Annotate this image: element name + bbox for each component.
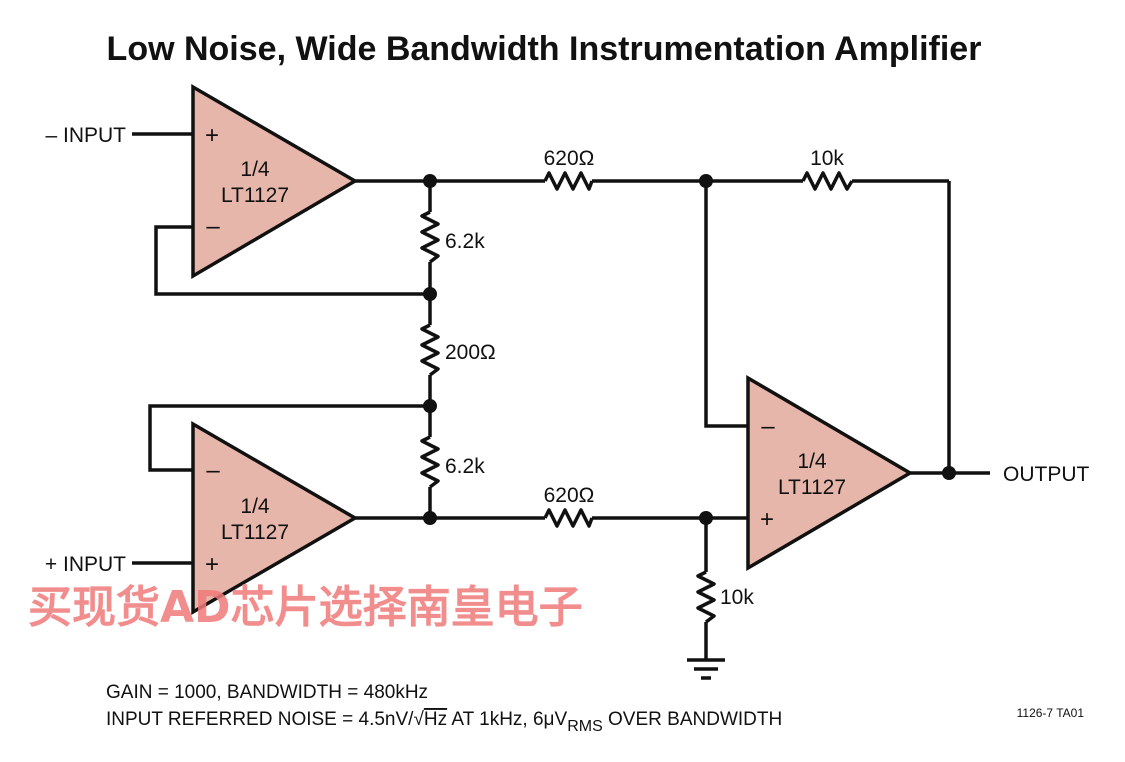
page-title: Low Noise, Wide Bandwidth Instrumentatio… <box>107 30 982 68</box>
noise-mid: AT 1kHz, 6μV <box>447 709 567 730</box>
amp-fraction: 1/4 <box>240 495 270 518</box>
amp-plus-sign: + <box>205 551 219 578</box>
amp-part: LT1127 <box>221 521 289 544</box>
junction-dots <box>423 174 956 525</box>
amp-fraction: 1/4 <box>240 158 270 181</box>
noise-suffix: OVER BANDWIDTH <box>603 709 782 730</box>
noise-prefix: INPUT REFERRED NOISE = 4.5nV/ <box>106 709 414 730</box>
resistor-10k-feedback <box>801 171 854 191</box>
resistor-620-top <box>543 171 594 191</box>
amp-minus-sign: – <box>761 413 775 440</box>
resistor-label-10k-ground: 10k <box>720 586 754 609</box>
amp-fraction: 1/4 <box>797 450 827 473</box>
resistor-label-620-bottom: 620Ω <box>544 484 595 507</box>
gain-note: GAIN = 1000, BANDWIDTH = 480kHz <box>106 682 428 703</box>
resistor-6k2-lower <box>420 435 440 489</box>
amp-part: LT1127 <box>221 184 289 207</box>
hz-text: Hz <box>424 709 447 730</box>
resistor-label-6k2-upper: 6.2k <box>445 230 485 253</box>
rms-subscript: RMS <box>567 718 603 735</box>
resistor-label-620-top: 620Ω <box>544 147 595 170</box>
amplifier-bottom: – + 1/4 LT1127 <box>191 420 359 616</box>
amp-minus-sign: – <box>206 457 220 484</box>
resistor-6k2-upper <box>420 210 440 264</box>
resistor-label-10k-feedback: 10k <box>810 147 844 170</box>
plus-input-label: + INPUT <box>45 553 126 576</box>
amp-minus-sign: – <box>206 213 220 240</box>
resistor-200-gain <box>420 323 440 377</box>
resistor-symbols <box>420 171 854 624</box>
figure-id: 1126-7 TA01 <box>1017 706 1085 720</box>
resistor-10k-ground <box>696 570 716 624</box>
resistor-label-200: 200Ω <box>445 341 496 364</box>
noise-note: INPUT REFERRED NOISE = 4.5nV/√Hz AT 1kHz… <box>106 709 782 735</box>
sqrt-symbol: √ <box>413 709 424 730</box>
amp-part: LT1127 <box>778 476 846 499</box>
amp-plus-sign: + <box>760 506 774 533</box>
amplifier-output: – + 1/4 LT1127 <box>746 374 914 572</box>
minus-input-label: – INPUT <box>45 124 126 147</box>
amplifier-top: + – 1/4 LT1127 <box>191 83 359 280</box>
watermark-text: 买现货AD芯片选择南皇电子 <box>28 582 583 633</box>
output-label: OUTPUT <box>1003 463 1090 486</box>
amp-plus-sign: + <box>205 122 219 149</box>
resistor-620-bottom <box>543 508 594 528</box>
resistor-label-6k2-lower: 6.2k <box>445 455 485 478</box>
